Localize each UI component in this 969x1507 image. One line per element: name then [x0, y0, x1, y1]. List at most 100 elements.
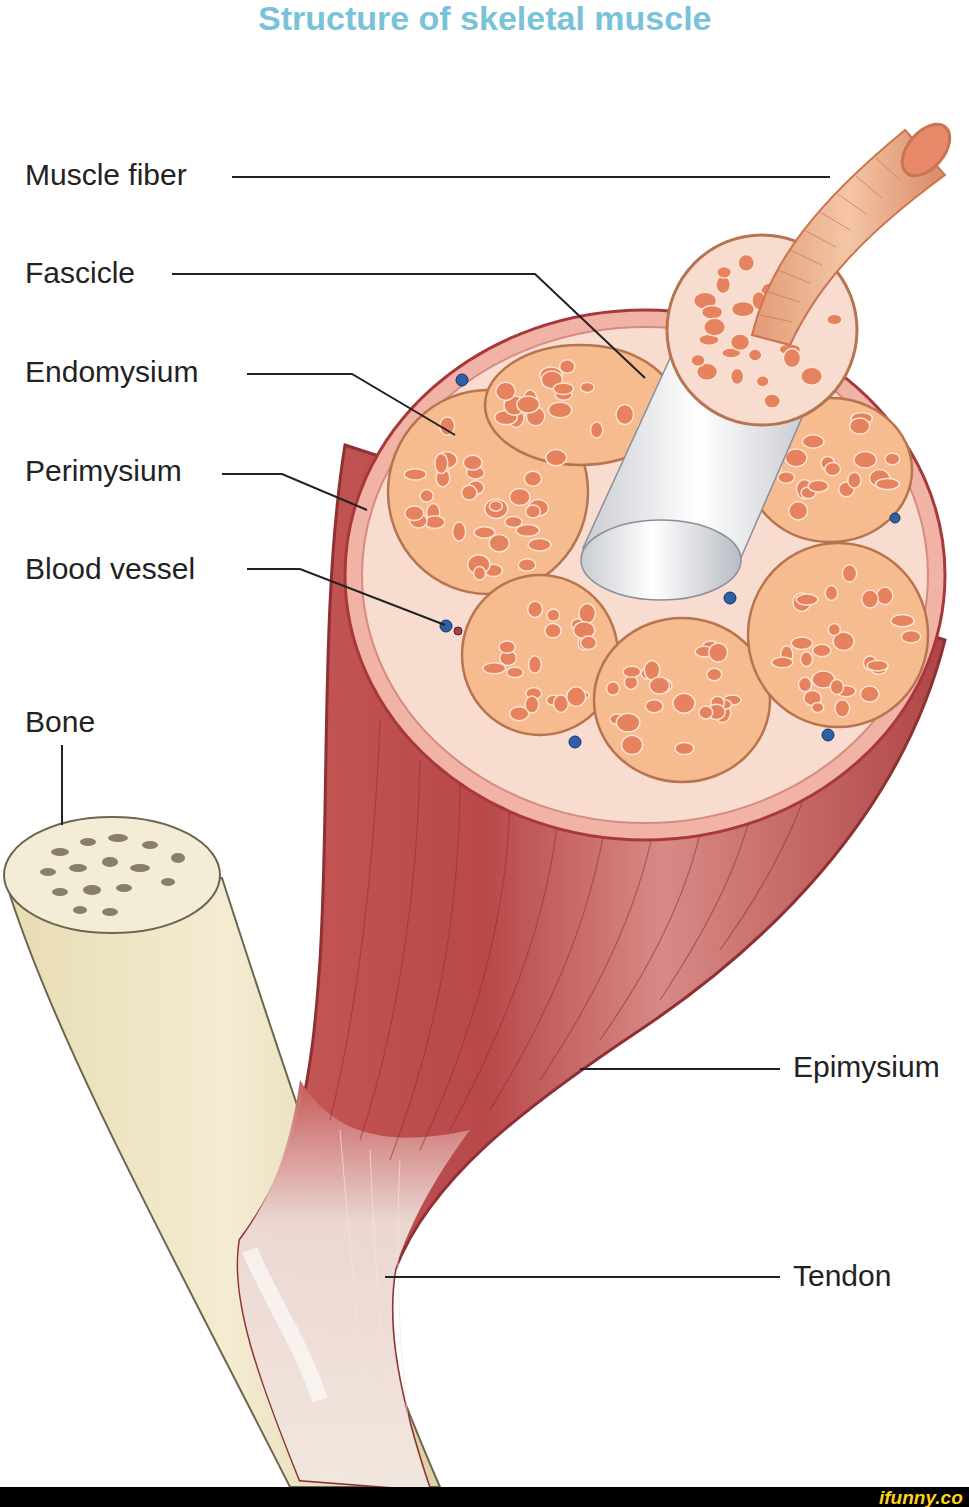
muscle-cell	[580, 382, 594, 392]
muscle-cell	[764, 394, 780, 408]
muscle-cell	[772, 657, 793, 668]
muscle-cell	[463, 455, 482, 470]
diagram-title: Structure of skeletal muscle	[258, 0, 712, 37]
muscle-cell	[528, 601, 543, 617]
muscle-cell	[518, 559, 535, 571]
muscle-cell	[717, 267, 732, 278]
muscle-cell	[830, 679, 843, 694]
muscle-cell	[808, 480, 828, 492]
muscle-cell	[835, 700, 850, 717]
muscle-cell	[867, 660, 888, 671]
muscle-cell	[496, 382, 516, 400]
muscle-cell	[796, 594, 818, 605]
muscle-cell	[801, 367, 823, 385]
fascicle-section	[748, 543, 928, 727]
muscle-cell	[825, 585, 837, 600]
muscle-cell	[732, 301, 755, 316]
muscle-cell	[483, 663, 506, 674]
muscle-cell	[474, 567, 486, 581]
muscle-cell	[425, 516, 445, 529]
part-label: Perimysium	[25, 454, 182, 487]
muscle-cell	[545, 624, 561, 638]
muscle-cell	[738, 255, 754, 272]
muscle-cell	[799, 677, 812, 691]
muscle-cell	[435, 454, 448, 474]
muscle-cell	[675, 742, 694, 754]
fascicle-section	[594, 618, 770, 782]
part-label: Endomysium	[25, 355, 198, 388]
muscle-cell	[404, 469, 426, 480]
muscle-cell	[528, 538, 551, 551]
muscle-cell	[529, 656, 542, 673]
muscle-cell	[854, 452, 877, 469]
muscle-cell	[813, 644, 831, 656]
muscle-cell	[485, 499, 508, 519]
muscle-cell	[616, 713, 640, 732]
muscle-cell	[891, 615, 914, 627]
muscle-cell	[622, 735, 643, 754]
muscle-cell	[405, 506, 424, 521]
muscle-cell	[453, 522, 466, 541]
muscle-cell	[567, 687, 586, 707]
muscle-cell	[546, 449, 567, 465]
muscle-cell	[789, 502, 808, 520]
muscle-cell	[581, 636, 597, 649]
part-label: Blood vessel	[25, 552, 195, 585]
muscle-cell	[505, 516, 522, 527]
muscle-cell	[877, 587, 893, 604]
muscle-cell	[673, 693, 695, 713]
muscle-cell	[510, 489, 530, 506]
muscle-cell	[748, 349, 761, 361]
muscle-cell	[591, 422, 603, 438]
muscle-cell	[862, 590, 879, 608]
muscle-cell	[649, 677, 669, 694]
muscle-cell	[783, 349, 800, 368]
muscle-cell	[623, 666, 641, 677]
muscle-cell	[827, 314, 842, 325]
muscle-cell	[791, 637, 812, 650]
muscle-cell	[901, 631, 920, 643]
part-label: Fascicle	[25, 256, 135, 289]
muscle-cell	[553, 383, 573, 395]
watermark: ifunny.co	[879, 1488, 963, 1507]
part-label: Tendon	[793, 1259, 891, 1292]
muscle-cell	[420, 490, 433, 502]
muscle-cell	[462, 485, 477, 500]
muscle-cell	[812, 702, 824, 712]
muscle-cell	[848, 472, 861, 488]
muscle-cell	[699, 706, 713, 719]
part-label: Epimysium	[793, 1050, 940, 1083]
muscle-cell	[579, 604, 596, 623]
muscle-cell	[707, 668, 722, 680]
muscle-cell	[876, 478, 900, 489]
muscle-cell	[702, 306, 723, 320]
muscle-cell	[517, 396, 540, 413]
muscle-cell	[850, 418, 870, 434]
muscle-cell	[547, 609, 560, 621]
muscle-cell	[691, 355, 705, 367]
muscle-cell	[731, 334, 750, 350]
muscle-cell	[526, 505, 541, 518]
muscle-cell	[525, 696, 539, 713]
muscle-cell	[489, 501, 502, 511]
muscle-cell	[645, 700, 663, 713]
muscle-cell	[801, 652, 813, 667]
part-label: Muscle fiber	[25, 158, 187, 191]
muscle-cell	[785, 449, 807, 467]
muscle-cell	[756, 376, 769, 387]
muscle-cell	[607, 682, 620, 696]
muscle-cell	[507, 667, 524, 677]
muscle-cell	[731, 369, 744, 385]
muscle-cell	[548, 402, 572, 418]
part-label: Bone	[25, 705, 95, 738]
muscle-cell	[825, 463, 841, 476]
muscle-cell	[802, 435, 824, 448]
muscle-cell	[709, 643, 728, 662]
muscle-cell	[524, 471, 541, 486]
muscle-cell	[778, 472, 795, 483]
muscle-cell	[885, 453, 900, 465]
muscle-cell	[842, 565, 856, 582]
muscle-cell	[828, 624, 840, 636]
muscle-cell	[616, 405, 634, 425]
muscle-cell	[489, 535, 509, 552]
